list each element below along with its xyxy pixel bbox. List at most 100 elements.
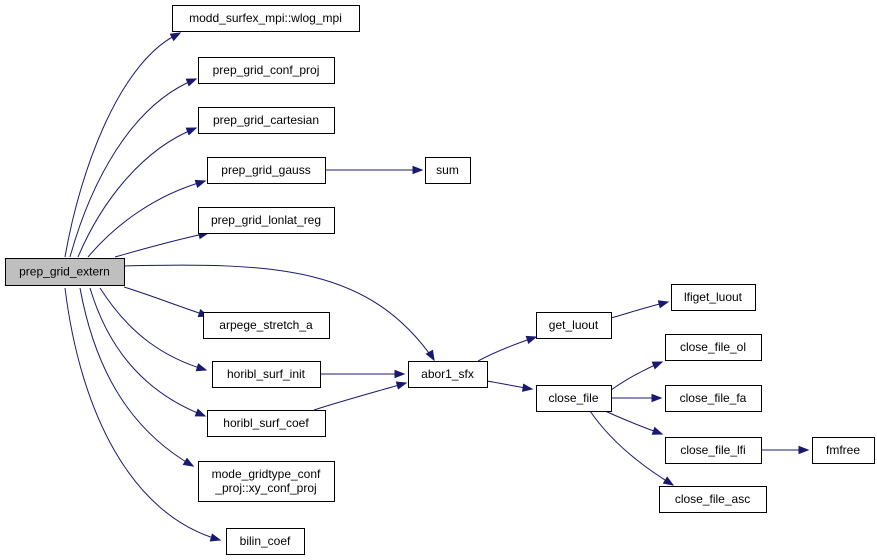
node-label: abor1_sfx [421,367,474,381]
edge-horibl_coef-to-abor1 [313,381,408,411]
node-sum[interactable]: sum [425,157,471,184]
arrowhead [185,127,198,136]
node-box [207,410,326,437]
node-box [812,437,875,464]
node-label: prep_grid_extern [19,265,110,279]
node-box [198,461,335,502]
edge-line [114,232,209,258]
edge-root-to-gauss [87,179,207,258]
node-label: prep_grid_lonlat_reg [211,213,321,227]
node-label: _proj::xy_conf_proj [214,481,316,495]
node-box [203,312,330,339]
edge-close_lfi-to-fmfree [761,445,810,455]
node-label: horibl_surf_init [227,367,306,381]
edge-line [79,287,194,467]
node-xy-conf[interactable]: mode_gridtype_conf_proj::xy_conf_proj [198,461,335,502]
node-box [665,437,762,464]
node-wlog[interactable]: modd_surfex_mpi::wlog_mpi [172,5,360,32]
edge-get_luout-to-lfiget [610,300,670,319]
arrowhead [395,381,408,390]
arrowhead [525,335,538,344]
node-box [536,385,612,412]
node-fmfree[interactable]: fmfree [812,437,875,464]
edge-abor1-to-close_file [486,380,534,392]
node-arpege[interactable]: arpege_stretch_a [203,312,330,339]
node-close-ol[interactable]: close_file_ol [665,334,762,361]
node-label: modd_surfex_mpi::wlog_mpi [189,11,342,25]
edge-line [64,287,221,541]
node-box [207,157,326,184]
node-label: bilin_coef [240,534,291,548]
node-conf-proj[interactable]: prep_grid_conf_proj [198,57,335,84]
node-lfiget[interactable]: lfiget_luout [671,284,756,311]
node-label: horibl_surf_coef [223,416,309,430]
node-label: close_file [548,391,598,405]
node-label: prep_grid_conf_proj [213,63,320,77]
node-label: prep_grid_gauss [221,163,310,177]
edge-line [69,78,197,258]
node-close-file[interactable]: close_file [536,385,612,412]
edge-root-to-bilin [64,287,222,542]
node-label: close_file_fa [680,391,747,405]
node-root[interactable]: prep_grid_extern [5,258,125,286]
arrowhead [195,363,208,372]
edge-root-to-arpege [123,286,210,318]
arrowhead [651,426,664,435]
node-box [408,361,488,388]
node-label: get_luout [549,318,599,332]
node-box [212,361,321,388]
edge-line [87,180,206,258]
edge-root-to-lonlat [114,231,210,258]
node-get-luout[interactable]: get_luout [536,312,612,339]
node-box [198,57,335,84]
node-label: arpege_stretch_a [219,318,313,332]
node-close-fa[interactable]: close_file_fa [665,385,762,412]
node-box [665,385,762,412]
node-box [198,207,335,234]
edge-close_file-to-close_asc [589,410,675,486]
node-label: prep_grid_cartesian [213,113,319,127]
arrowhead [194,179,207,188]
edge-line [123,264,435,361]
node-box [226,528,305,555]
edge-close_file-to-close_ol [610,361,664,391]
arrowhead [662,476,675,486]
edge-root-to-conf_proj [69,78,198,258]
node-box [425,157,471,184]
node-gauss[interactable]: prep_grid_gauss [207,157,326,184]
edge-root-to-xy_conf [79,287,195,467]
edge-root-to-cartesian [77,127,198,258]
node-cartesian[interactable]: prep_grid_cartesian [198,107,335,134]
node-lonlat[interactable]: prep_grid_lonlat_reg [198,207,335,234]
node-bilin[interactable]: bilin_coef [226,528,305,555]
node-box [198,107,335,134]
node-label: sum [436,163,459,177]
edge-line [99,287,207,371]
node-horibl-coef[interactable]: horibl_surf_coef [207,410,326,437]
arrowhead [425,349,435,362]
node-close-lfi[interactable]: close_file_lfi [665,437,762,464]
arrowhead [651,393,663,403]
edge-horibl_init-to-abor1 [320,369,406,379]
edge-root-to-horibl_init [99,287,208,372]
arrowhead [169,32,182,42]
arrowhead [185,78,198,87]
node-label: lfiget_luout [684,290,743,304]
node-box [665,334,762,361]
edge-close_file-to-close_fa [611,393,663,403]
edge-root-to-wlog [64,32,182,258]
arrowhead [651,361,664,370]
nodes-layer: prep_grid_extern modd_surfex_mpi::wlog_mp… [5,5,875,555]
node-label: close_file_ol [680,340,746,354]
node-close-asc[interactable]: close_file_asc [659,486,767,513]
node-label: close_file_lfi [680,443,745,457]
edge-line [123,286,209,317]
edge-root-to-horibl_coef [89,287,207,417]
edge-line [313,382,407,411]
node-label: close_file_asc [675,492,750,506]
node-abor1[interactable]: abor1_sfx [408,361,488,388]
node-box [659,486,767,513]
node-horibl-init[interactable]: horibl_surf_init [212,361,321,388]
node-box [536,312,612,339]
